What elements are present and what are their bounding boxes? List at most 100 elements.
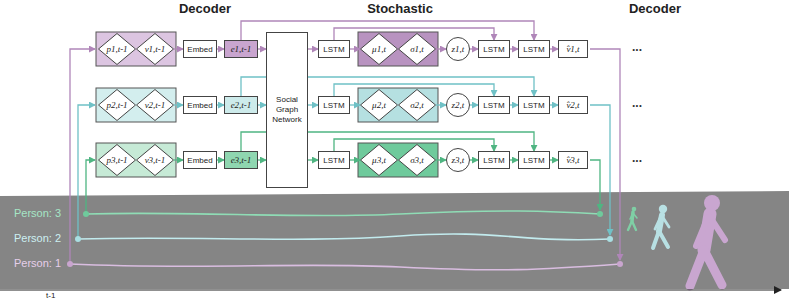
diamond-shape: [361, 90, 398, 121]
velocity-diamond: v3,t-1: [136, 144, 174, 176]
diamond-shape: [99, 90, 136, 121]
node-text: v̂1,t: [566, 44, 579, 55]
node-text: LSTM: [523, 155, 544, 166]
ellipsis: ...: [632, 40, 642, 54]
flow-arrow: [308, 159, 318, 160]
sigma-diamond: σ1,t: [398, 33, 436, 65]
sigma-diamond: σ3,t: [398, 144, 436, 176]
diamond-shape: [137, 145, 174, 176]
velocity-diamond: v2,t-1: [136, 89, 174, 121]
walking-figure: [628, 207, 637, 230]
position-diamond: p3,t-1: [98, 144, 136, 176]
node-text: Embed: [187, 44, 212, 55]
flow-arrow: [258, 159, 266, 160]
mean-diamond: μ3,t: [360, 144, 398, 176]
flow-arrow: [174, 159, 183, 160]
trajectory-curve: [86, 211, 600, 216]
person-label: Person: 2: [14, 232, 61, 245]
node-text: v1,t-1: [145, 44, 166, 55]
output-wire: [590, 105, 610, 235]
diamond-shape: [361, 34, 398, 65]
node-text: v3,t-1: [145, 155, 166, 166]
embed-box: Embed: [183, 96, 217, 114]
node-text: Embed: [187, 155, 212, 166]
flow-arrow: [217, 48, 224, 49]
flow-arrow: [510, 159, 518, 160]
input-wire: [78, 105, 95, 239]
diamond-shape: [137, 34, 174, 65]
node-text: LSTM: [323, 44, 344, 55]
diamond-shape: [399, 145, 436, 176]
ellipsis: ...: [632, 151, 642, 165]
node-text: LSTM: [523, 44, 544, 55]
flow-arrow: [258, 104, 266, 105]
input-wire: [86, 160, 95, 214]
lstm-box: LSTM: [518, 96, 550, 114]
flow-arrow: [350, 48, 360, 49]
input-pair-frame: [96, 143, 176, 177]
node-text: z2,t: [452, 100, 465, 111]
node-text: LSTM: [323, 155, 344, 166]
walking-figure: [653, 205, 669, 248]
node-text: μ1,t: [372, 44, 386, 55]
node-text: z1,t: [452, 44, 465, 55]
trajectory-curve: [70, 264, 620, 270]
lstm-box: LSTM: [478, 40, 510, 58]
ground-plane: [0, 191, 789, 289]
person-label: Person: 1: [14, 257, 61, 270]
input-pair-frame: [96, 32, 176, 66]
node-text: LSTM: [483, 100, 504, 111]
walking-figure: [690, 195, 725, 286]
output-wire: [590, 160, 600, 210]
graph-network-box: Social Graph Network: [266, 32, 308, 188]
node-text: v̂2,t: [566, 100, 579, 111]
prediction-box: v̂1,t: [558, 40, 588, 58]
flow-arrow: [217, 159, 224, 160]
time-axis: [0, 289, 781, 290]
person-label: Person: 3: [14, 207, 61, 220]
stochastic-pair-frame: [358, 88, 438, 122]
node-text: e2,t-1: [231, 100, 252, 111]
circle-shape: [447, 94, 470, 117]
input-wire: [70, 49, 95, 264]
network-label: Social Graph Network: [267, 95, 307, 125]
node-text: σ2,t: [410, 100, 424, 111]
position-diamond: p1,t-1: [98, 33, 136, 65]
node-text: σ1,t: [410, 44, 424, 55]
embed-box: Embed: [183, 151, 217, 169]
trajectory-point: [83, 211, 89, 217]
lstm-box: LSTM: [478, 96, 510, 114]
node-text: μ2,t: [372, 100, 386, 111]
diamond-shape: [361, 145, 398, 176]
node-text: p3,t-1: [106, 155, 127, 166]
flow-arrow: [550, 159, 558, 160]
diamond-shape: [137, 90, 174, 121]
embedding-box: e1,t-1: [224, 40, 258, 58]
flow-arrow: [350, 104, 360, 105]
position-diamond: p2,t-1: [98, 89, 136, 121]
velocity-diamond: v1,t-1: [136, 33, 174, 65]
flow-arrow: [470, 48, 478, 49]
trajectory-point: [75, 236, 81, 242]
stochastic-pair-frame: [358, 143, 438, 177]
node-text: σ3,t: [410, 155, 424, 166]
flow-arrow: [308, 48, 318, 49]
flow-arrow: [350, 159, 360, 160]
section-header: Decoder: [179, 1, 231, 16]
mean-diamond: μ1,t: [360, 33, 398, 65]
flow-arrow: [217, 104, 224, 105]
node-text: z3,t: [452, 155, 465, 166]
diamond-shape: [99, 145, 136, 176]
lstm-box: LSTM: [478, 151, 510, 169]
flow-arrow: [308, 104, 318, 105]
flow-arrow: [470, 159, 478, 160]
node-text: LSTM: [483, 44, 504, 55]
latent-circle: z2,t: [446, 93, 470, 117]
flow-arrow: [174, 104, 183, 105]
lstm-box: LSTM: [318, 151, 350, 169]
flow-arrow: [258, 48, 266, 49]
flow-arrow: [550, 48, 558, 49]
latent-circle: z3,t: [446, 148, 470, 172]
node-text: v2,t-1: [145, 100, 166, 111]
trajectory-point: [607, 236, 613, 242]
